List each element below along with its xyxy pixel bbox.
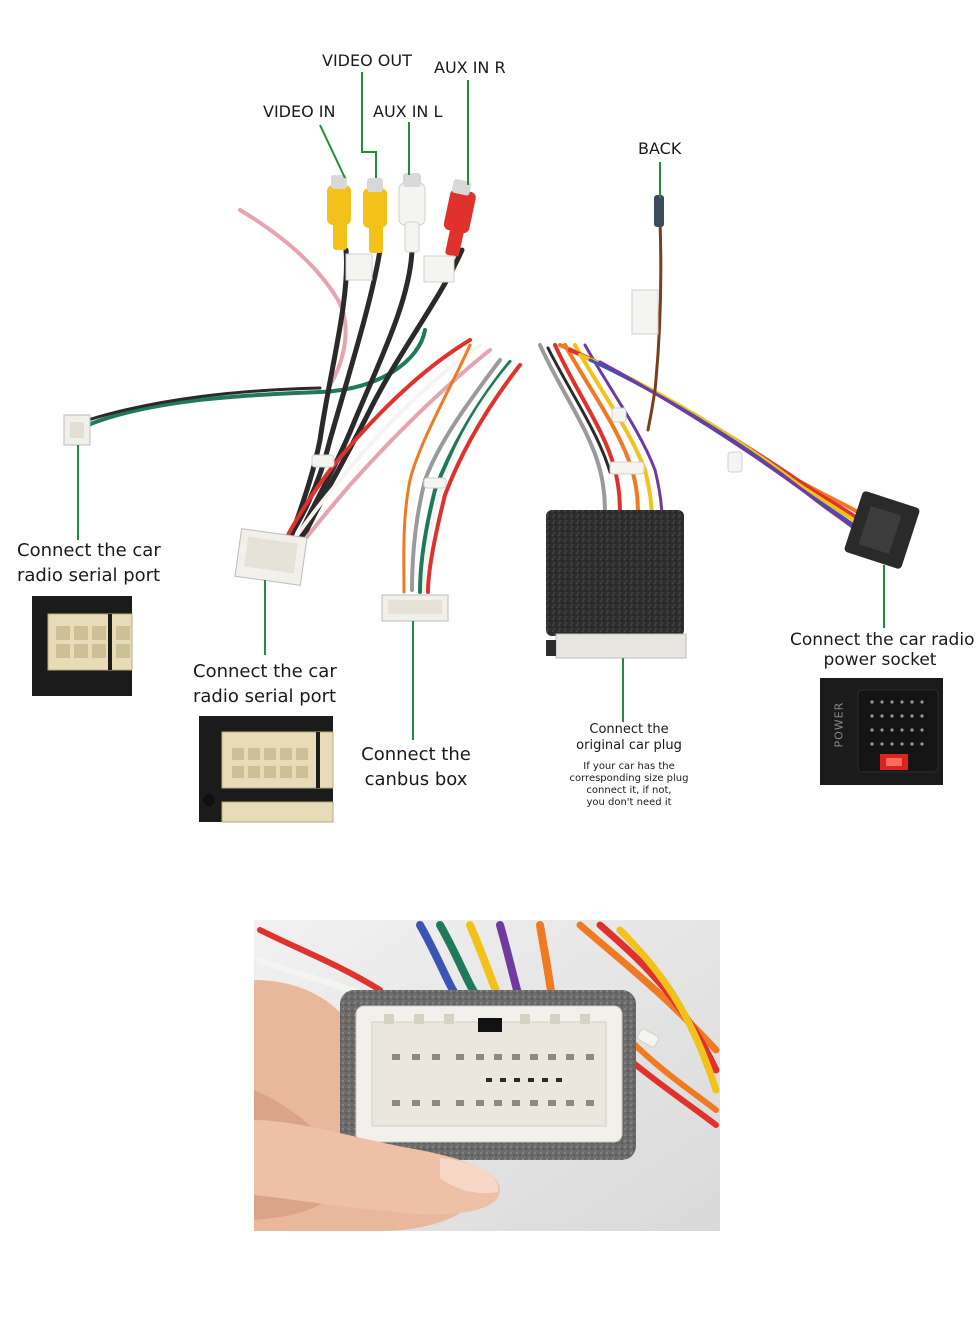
label-original-plug-line1: Connect the [589, 722, 669, 737]
label-canbus-line2: canbus box [364, 769, 468, 790]
label-serial-port-2-line2: radio serial port [193, 686, 337, 707]
left-small-connector [63, 414, 91, 446]
canbus-connector [381, 594, 449, 622]
label-video-in: VIDEO IN [263, 102, 336, 121]
wire-bundle [86, 208, 874, 594]
label-original-car-plug: Connect the original car plug [562, 722, 696, 754]
label-serial-port-1-line1: Connect the car [17, 540, 161, 561]
rca-plugs [327, 173, 476, 283]
back-wire-tag [631, 289, 659, 335]
power-panel-text: POWER [832, 701, 846, 748]
leader-lines [77, 72, 885, 740]
label-canbus-line1: Connect the [361, 744, 471, 765]
label-power-socket: Connect the car radio power socket [790, 630, 975, 670]
rca-video-out-plug [363, 178, 387, 253]
connector-closeup-photo [254, 920, 720, 1231]
label-original-plug-note4: you don't need it [586, 797, 672, 808]
label-serial-port-1-line2: radio serial port [17, 565, 161, 586]
rca-aux-in-l-plug [398, 173, 426, 253]
label-original-plug-note3: connect it, if not, [586, 785, 672, 796]
label-serial-port-2-line1: Connect the car [193, 661, 337, 682]
label-original-plug-line2: original car plug [576, 738, 682, 753]
label-power-line1: Connect the car radio [790, 630, 975, 650]
label-original-plug-note: If your car has the corresponding size p… [562, 761, 696, 809]
power-socket-photo [820, 678, 943, 785]
serial-port-photo-1 [32, 596, 133, 696]
label-power-line2: power socket [823, 650, 937, 670]
label-canbus: Connect the canbus box [356, 742, 476, 792]
label-back: BACK [638, 139, 682, 158]
power-socket-connector [844, 491, 920, 569]
rca-video-in-plug [327, 175, 351, 250]
cable-ties [311, 407, 743, 489]
label-video-out: VIDEO OUT [322, 51, 412, 70]
serial-port-photo-2 [199, 716, 334, 823]
label-serial-port-1: Connect the car radio serial port [17, 538, 161, 588]
serial-port-connector [234, 528, 308, 586]
rca-aux-in-r-plug [443, 179, 476, 257]
original-car-plug [546, 510, 687, 659]
label-aux-in-l: AUX IN L [373, 102, 443, 121]
back-wire-terminal [654, 195, 664, 227]
label-serial-port-2: Connect the car radio serial port [193, 659, 337, 709]
label-aux-in-r: AUX IN R [434, 58, 506, 77]
label-original-plug-note1: If your car has the [583, 761, 675, 772]
label-original-plug-note2: corresponding size plug [569, 773, 689, 784]
